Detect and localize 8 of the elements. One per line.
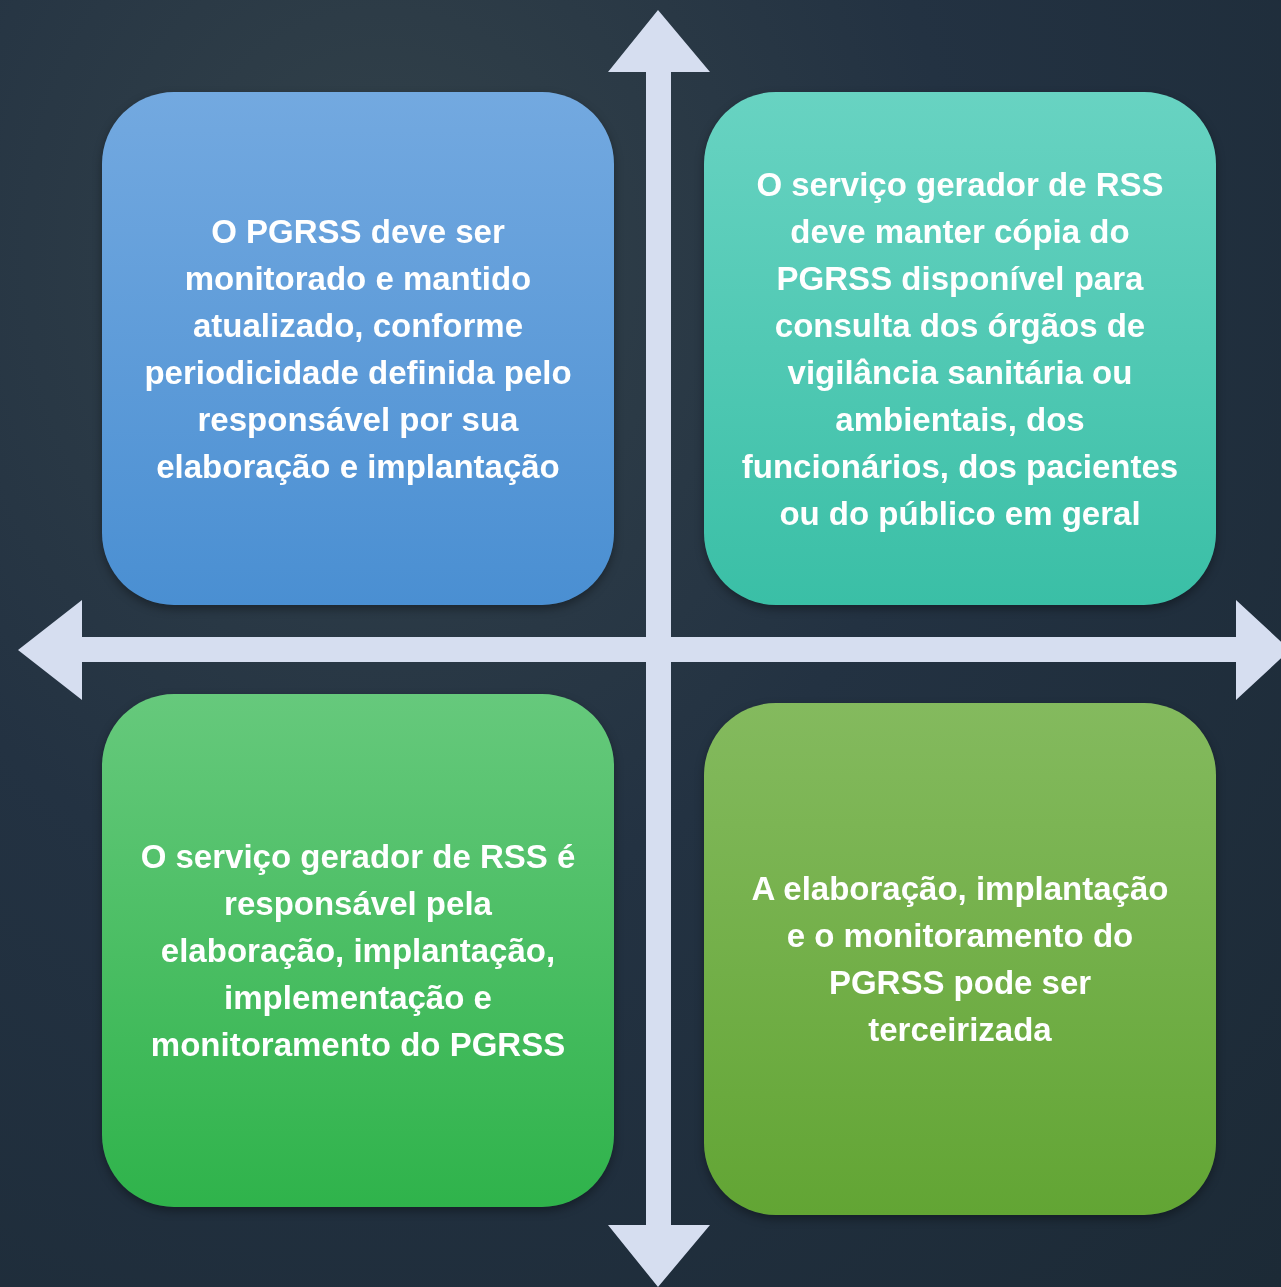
box-text: O serviço gerador de RSS deve manter cópia do PGRSS disponível para consulta dos órgãos de vigilância sanitária ou ambientais, dos funcionários, dos pacientes ou do público em geral — [740, 164, 1180, 534]
box-text: O serviço gerador de RSS é responsável pela elaboração, implantação, implementação e monitoramento do PGRSS — [139, 837, 577, 1065]
box-text: O PGRSS deve ser monitorado e mantido atualizado, conforme periodicidade definida pelo responsável por sua elaboração e implantação — [143, 211, 573, 487]
rounded-box — [102, 694, 614, 1207]
rounded-box — [704, 703, 1216, 1215]
rounded-box — [704, 92, 1216, 605]
box-text: A elaboração, implantação e o monitoramento do PGRSS pode ser terceirizada — [750, 869, 1170, 1050]
rounded-box — [102, 92, 614, 605]
